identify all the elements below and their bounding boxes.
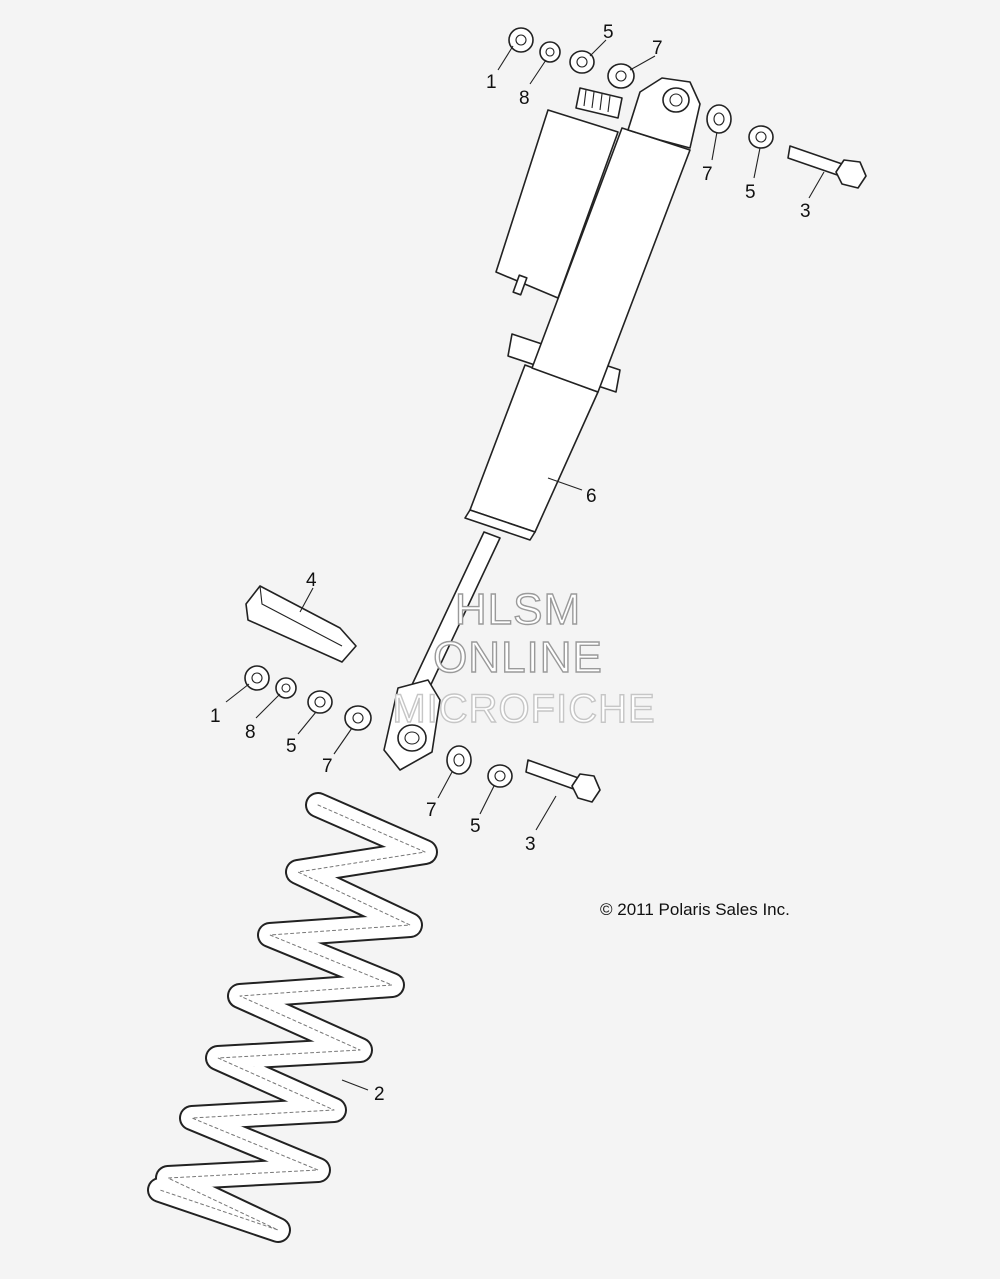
watermark-line3: MICROFICHE: [392, 687, 655, 731]
callout-5-left: 5: [286, 736, 297, 757]
callout-6: 6: [586, 486, 597, 507]
hardware-right: [706, 104, 867, 189]
callout-1-top: 1: [486, 72, 497, 93]
callout-7-right: 7: [702, 164, 713, 185]
watermark-line2: ONLINE: [433, 633, 603, 682]
callout-5-top: 5: [603, 22, 614, 43]
callout-7-bottom: 7: [426, 800, 437, 821]
callout-2: 2: [374, 1084, 385, 1105]
hardware-bottom: [446, 745, 601, 803]
callout-3-bottom: 3: [525, 834, 536, 855]
callout-5-right: 5: [745, 182, 756, 203]
hardware-left: [244, 665, 372, 731]
callout-7-left: 7: [322, 756, 333, 777]
callout-1-left: 1: [210, 706, 221, 727]
spring-retainer: [245, 585, 357, 663]
callout-3-right: 3: [800, 201, 811, 222]
leader-lines: [225, 39, 825, 1091]
watermark: HLSM ONLINE MICROFICHE: [392, 584, 656, 731]
copyright-notice: © 2011 Polaris Sales Inc.: [600, 900, 790, 919]
watermark-line1: HLSM: [455, 585, 581, 634]
shock-absorber: [383, 77, 701, 771]
callout-5-bottom: 5: [470, 816, 481, 837]
callout-7-top: 7: [652, 38, 663, 59]
coil-spring: [147, 792, 438, 1243]
callout-4: 4: [306, 570, 317, 591]
hardware-top: [508, 27, 635, 89]
callout-labels: 1 8 5 7 7 5 3 6 4 1 8 5 7 7 5 3 2: [210, 22, 811, 1105]
callout-8-left: 8: [245, 722, 256, 743]
callout-8-top: 8: [519, 88, 530, 109]
